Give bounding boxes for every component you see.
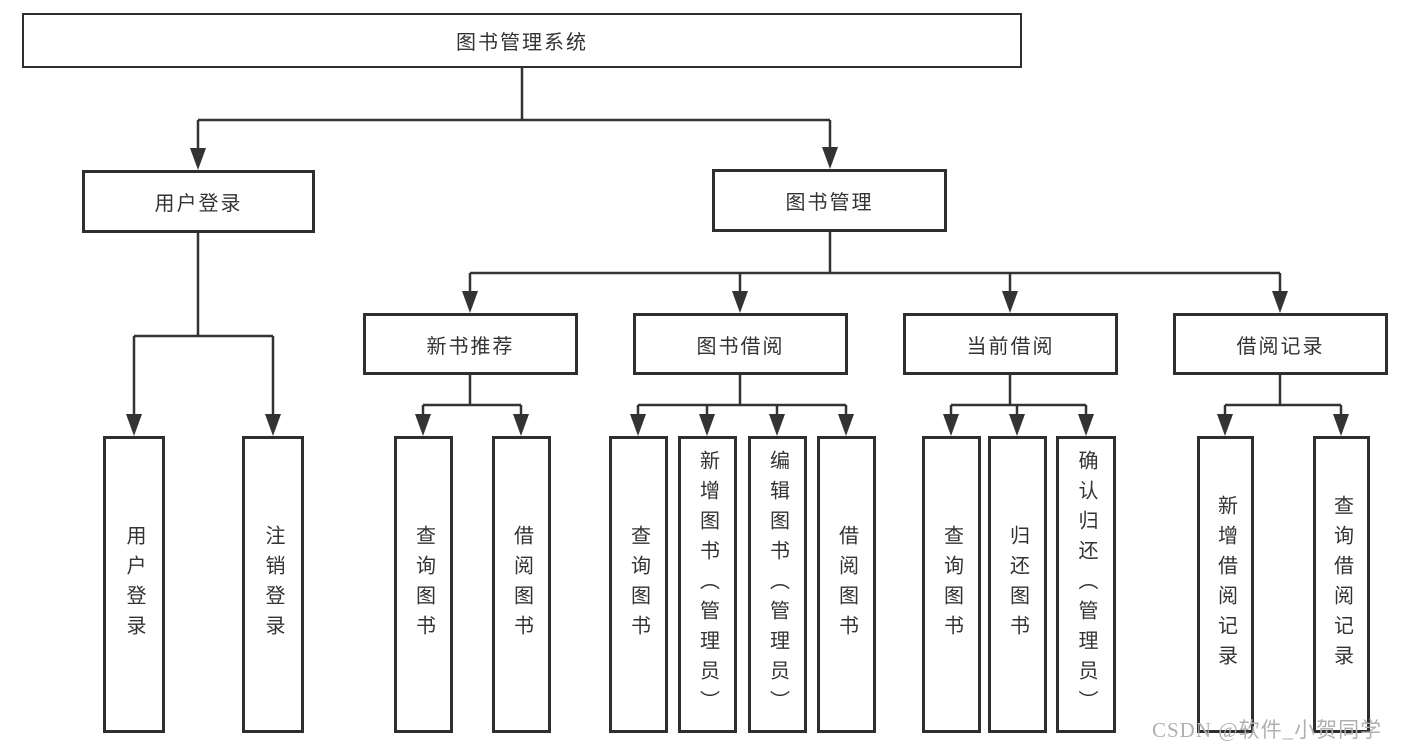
leaf-user-login-label: 用户登录 — [123, 524, 145, 645]
node-user-login: 用户登录 — [82, 170, 315, 233]
node-new-book-recommend-label: 新书推荐 — [426, 335, 515, 358]
leaf-confirm-return-admin-label: 确认归还（管理员） — [1075, 449, 1097, 720]
leaf-confirm-return-admin: 确认归还（管理员） — [1056, 436, 1116, 733]
node-current-borrow-label: 当前借阅 — [966, 335, 1055, 358]
node-book-management-label: 图书管理 — [785, 192, 874, 214]
node-new-book-recommend: 新书推荐 — [363, 313, 578, 375]
leaf-user-login: 用户登录 — [103, 436, 165, 733]
csdn-watermark: CSDN @软件_小贺同学 — [1152, 718, 1383, 742]
leaf-query-books-borrow: 查询图书 — [609, 436, 668, 733]
node-book-borrow-label: 图书借阅 — [696, 335, 785, 358]
leaf-add-borrow-record-label: 新增借阅记录 — [1214, 494, 1237, 675]
leaf-query-books-current-label: 查询图书 — [940, 524, 963, 645]
node-book-borrow: 图书借阅 — [633, 313, 848, 375]
leaf-add-books-admin-label: 新增图书（管理员） — [696, 449, 719, 720]
leaf-query-books-current: 查询图书 — [922, 436, 981, 733]
leaf-borrow-books: 借阅图书 — [817, 436, 876, 733]
leaf-query-books-borrow-label: 查询图书 — [627, 524, 650, 645]
leaf-add-books-admin: 新增图书（管理员） — [678, 436, 737, 733]
leaf-query-books-recommend: 查询图书 — [394, 436, 453, 733]
leaf-return-books-label: 归还图书 — [1006, 524, 1029, 645]
node-library-system: 图书管理系统 — [22, 13, 1022, 68]
node-current-borrow: 当前借阅 — [903, 313, 1118, 375]
node-user-login-label: 用户登录 — [154, 193, 243, 215]
leaf-borrow-books-recommend: 借阅图书 — [492, 436, 551, 733]
node-borrow-records-label: 借阅记录 — [1236, 335, 1325, 358]
leaf-edit-books-admin-label: 编辑图书（管理员） — [766, 449, 789, 720]
leaf-query-books-recommend-label: 查询图书 — [412, 524, 435, 645]
leaf-logout: 注销登录 — [242, 436, 304, 733]
node-borrow-records: 借阅记录 — [1173, 313, 1388, 375]
leaf-add-borrow-record: 新增借阅记录 — [1197, 436, 1254, 733]
leaf-edit-books-admin: 编辑图书（管理员） — [748, 436, 807, 733]
leaf-logout-label: 注销登录 — [262, 524, 284, 645]
node-library-system-label: 图书管理系统 — [456, 32, 588, 54]
leaf-borrow-books-recommend-label: 借阅图书 — [510, 524, 533, 645]
node-book-management: 图书管理 — [712, 169, 947, 232]
leaf-borrow-books-label: 借阅图书 — [835, 524, 858, 645]
leaf-query-borrow-record: 查询借阅记录 — [1313, 436, 1370, 733]
leaf-return-books: 归还图书 — [988, 436, 1047, 733]
leaf-query-borrow-record-label: 查询借阅记录 — [1330, 494, 1353, 675]
